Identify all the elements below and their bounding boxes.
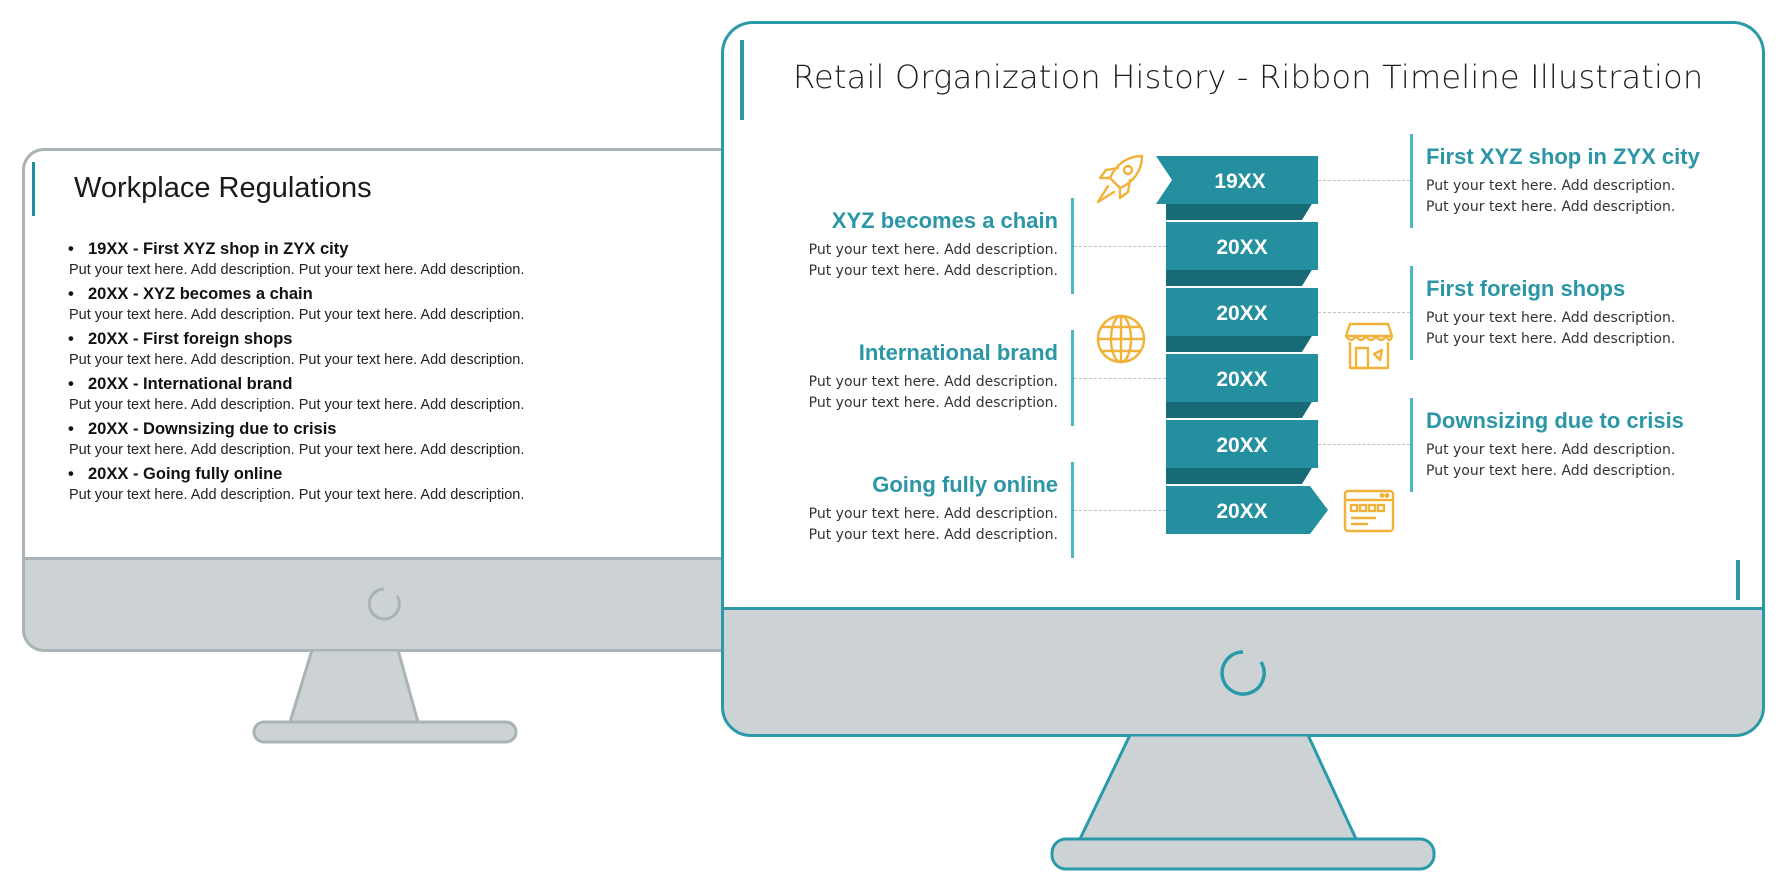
event-title: Going fully online (872, 472, 1058, 497)
event-divider (1410, 266, 1413, 360)
back-list-item: •20XX - XYZ becomes a chain Put your tex… (68, 283, 628, 328)
event-right-1: First XYZ shop in ZYX city Put your text… (1426, 144, 1700, 218)
connector-line (1318, 180, 1410, 181)
ribbon-label: 20XX (1216, 368, 1267, 391)
event-divider (1071, 330, 1074, 426)
event-left-1: XYZ becomes a chain Put your text here. … (780, 208, 1058, 282)
connector-line (1074, 246, 1166, 247)
back-item-title: 20XX - XYZ becomes a chain (88, 285, 313, 303)
front-monitor-power-icon (1218, 648, 1268, 698)
ribbon-segment (1166, 288, 1318, 336)
event-desc: Put your text here. Add description. (1426, 199, 1676, 215)
ribbon-label: 20XX (1216, 236, 1267, 259)
rocket-icon (1096, 154, 1144, 204)
event-desc: Put your text here. Add description. (1426, 310, 1676, 326)
event-divider (1071, 462, 1074, 558)
back-item-desc: Put your text here. Add description. Put… (69, 307, 525, 323)
back-item-desc: Put your text here. Add description. Put… (69, 352, 525, 368)
browser-window-icon (1343, 489, 1395, 533)
front-monitor-bezel (721, 607, 1765, 737)
event-title: XYZ becomes a chain (831, 208, 1058, 233)
ribbon-segment (1166, 420, 1318, 468)
back-slide-accent-bar (32, 162, 35, 216)
event-desc: Put your text here. Add description. (808, 506, 1058, 522)
ribbon-segment (1166, 222, 1318, 270)
back-item-desc: Put your text here. Add description. Put… (69, 442, 525, 458)
ribbon-label: 20XX (1216, 302, 1267, 325)
front-slide-accent-bar (740, 40, 744, 120)
ribbon-timeline: 19XX 20XX 20XX 20XX 20XX 20XX (1156, 156, 1328, 534)
event-right-2: First foreign shops Put your text here. … (1426, 276, 1675, 350)
back-list-item: •19XX - First XYZ shop in ZYX city Put y… (68, 238, 628, 283)
back-list-item: •20XX - International brand Put your tex… (68, 373, 628, 418)
event-desc: Put your text here. Add description. (808, 374, 1058, 390)
event-desc: Put your text here. Add description. (1426, 442, 1676, 458)
event-title: First foreign shops (1426, 276, 1626, 301)
back-item-title: 19XX - First XYZ shop in ZYX city (88, 240, 349, 258)
ribbon-segment (1166, 486, 1328, 534)
event-divider (1410, 134, 1413, 228)
back-list-item: •20XX - First foreign shops Put your tex… (68, 328, 628, 373)
front-slide-title: Retail Organization History - Ribbon Tim… (793, 58, 1704, 96)
ribbon-label: 19XX (1214, 170, 1265, 193)
back-list-item: •20XX - Going fully online Put your text… (68, 463, 628, 508)
ribbon-label: 20XX (1216, 434, 1267, 457)
back-monitor-stand (252, 650, 518, 744)
globe-icon (1096, 314, 1146, 364)
shop-icon (1344, 322, 1394, 370)
event-left-2: International brand Put your text here. … (780, 340, 1058, 414)
event-divider (1410, 398, 1413, 492)
back-monitor-screen (22, 148, 782, 560)
back-monitor-bezel (22, 560, 782, 652)
back-monitor-screen-edge (22, 557, 762, 560)
front-monitor-stand (1050, 735, 1436, 871)
ribbon-segment (1166, 354, 1318, 402)
front-slide-accent-bar-right (1736, 560, 1740, 600)
event-right-3: Downsizing due to crisis Put your text h… (1426, 408, 1684, 482)
ribbon-label: 20XX (1216, 500, 1267, 523)
event-desc: Put your text here. Add description. (1426, 331, 1676, 347)
event-title: International brand (858, 340, 1058, 365)
event-left-3: Going fully online Put your text here. A… (780, 472, 1058, 546)
back-item-title: 20XX - Going fully online (88, 465, 283, 483)
connector-line (1318, 312, 1410, 313)
back-item-title: 20XX - International brand (88, 375, 293, 393)
event-desc: Put your text here. Add description. (1426, 178, 1676, 194)
event-desc: Put your text here. Add description. (808, 527, 1058, 543)
back-item-desc: Put your text here. Add description. Put… (69, 487, 525, 503)
ribbon-segment (1156, 156, 1318, 204)
event-divider (1071, 198, 1074, 294)
event-desc: Put your text here. Add description. (808, 263, 1058, 279)
event-desc: Put your text here. Add description. (808, 395, 1058, 411)
back-item-title: 20XX - Downsizing due to crisis (88, 420, 337, 438)
back-item-desc: Put your text here. Add description. Put… (69, 262, 525, 278)
connector-line (1074, 510, 1166, 511)
event-desc: Put your text here. Add description. (808, 242, 1058, 258)
back-item-desc: Put your text here. Add description. Put… (69, 397, 525, 413)
connector-line (1318, 444, 1410, 445)
back-slide-title: Workplace Regulations (74, 172, 372, 204)
connector-line (1074, 378, 1166, 379)
back-list-item: •20XX - Downsizing due to crisis Put you… (68, 418, 628, 463)
event-title: Downsizing due to crisis (1426, 408, 1684, 433)
event-desc: Put your text here. Add description. (1426, 463, 1676, 479)
back-slide-list: •19XX - First XYZ shop in ZYX city Put y… (68, 238, 628, 508)
back-monitor-power-icon (366, 586, 402, 622)
event-title: First XYZ shop in ZYX city (1426, 144, 1700, 169)
back-item-title: 20XX - First foreign shops (88, 330, 293, 348)
